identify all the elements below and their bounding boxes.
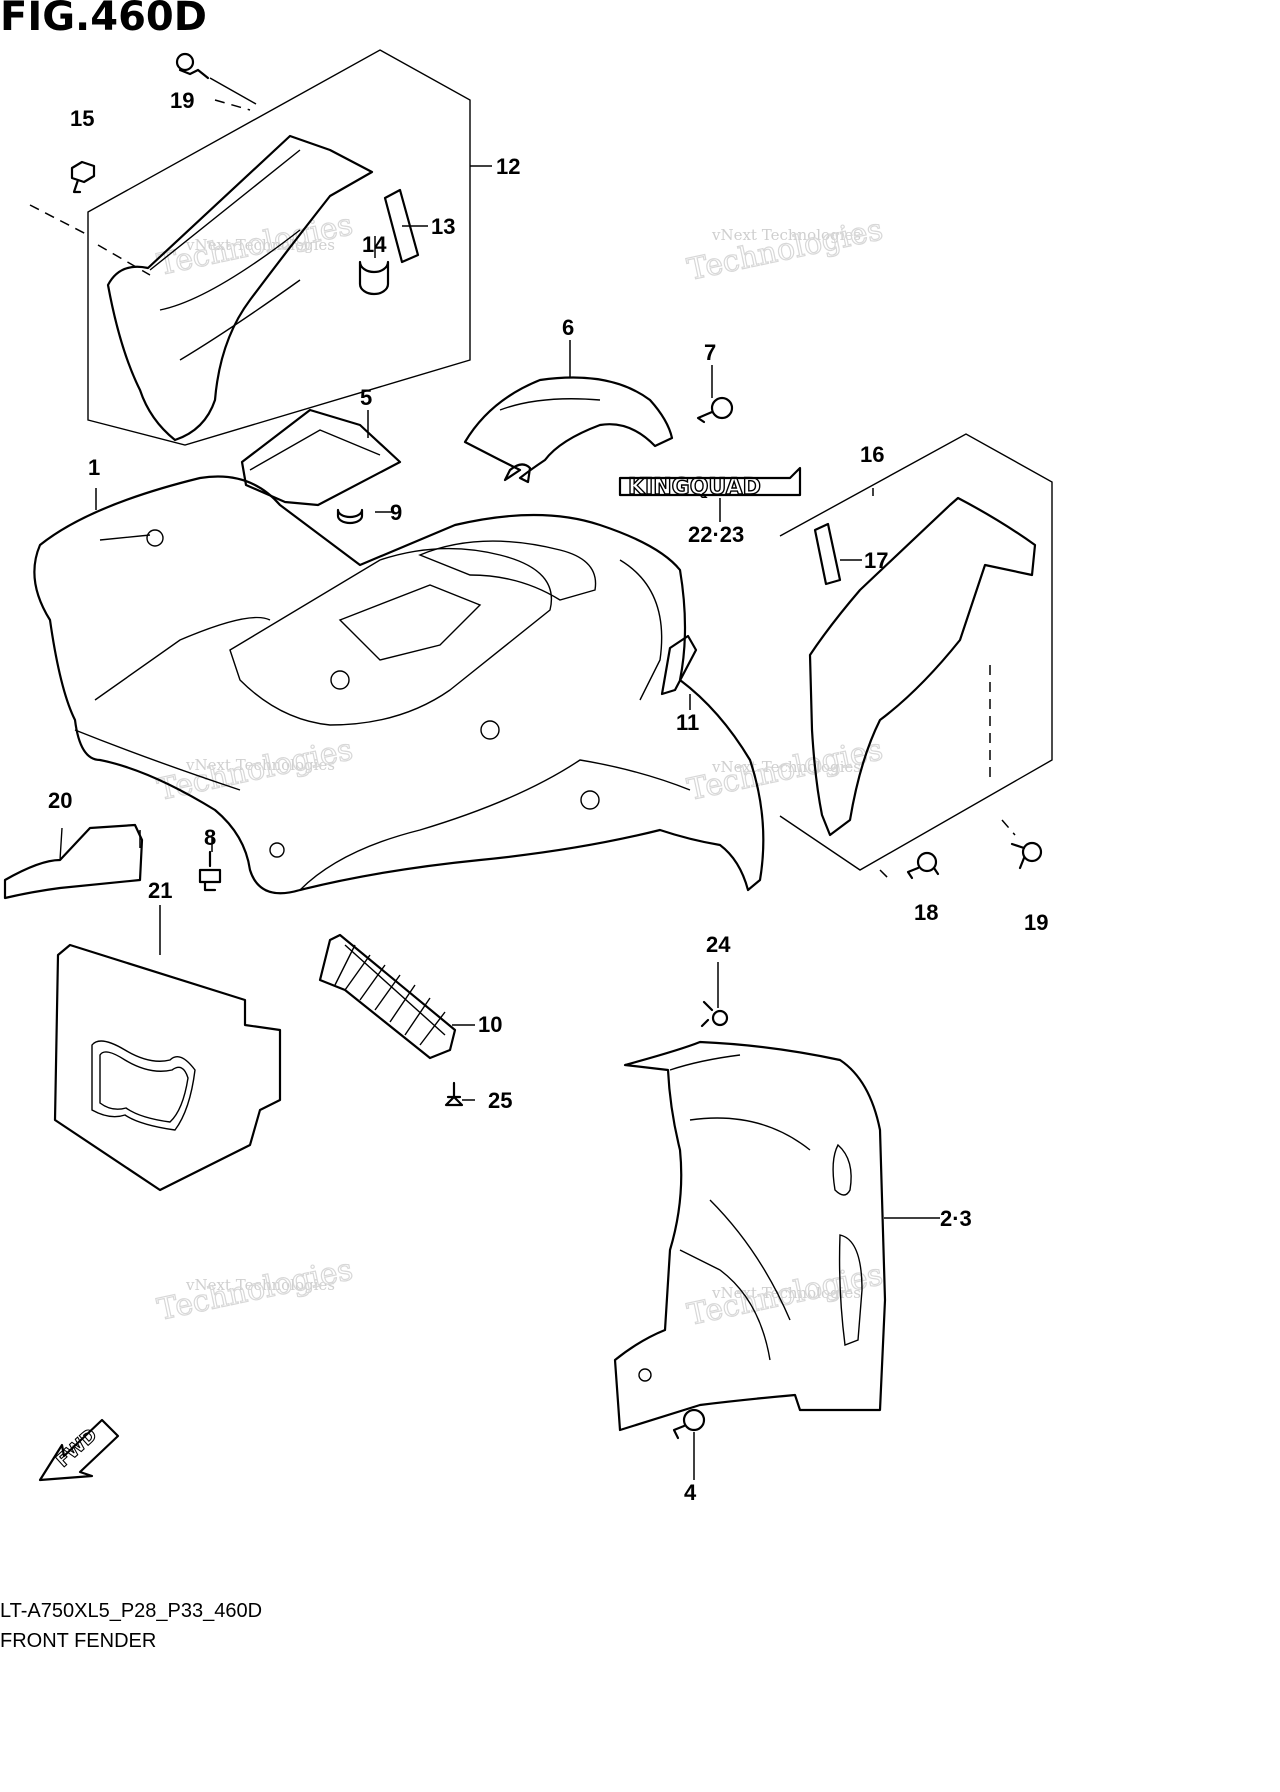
figure-model-code: LT-A750XL5_P28_P33_460D [0, 1600, 263, 1622]
callout-1: 1 [88, 455, 100, 480]
decal-text: KINGQUAD [628, 475, 761, 500]
part-12-inner-panel [106, 134, 374, 442]
figure-name: FRONT FENDER [0, 1630, 157, 1652]
callout-24: 24 [706, 932, 731, 957]
part-16-inner-panel [808, 496, 1037, 837]
callout-16: 16 [860, 442, 884, 467]
watermark-low-right: vNext Technologies Technologies [684, 1257, 887, 1334]
callout-13: 13 [431, 214, 455, 239]
callout-4: 4 [684, 1480, 697, 1505]
watermark-mid-right: vNext Technologies Technologies [684, 732, 887, 809]
svg-text:Technologies: Technologies [684, 732, 885, 808]
part-12-assembly [29, 49, 471, 446]
svg-text:Technologies: Technologies [154, 732, 355, 808]
callout-7: 7 [704, 340, 716, 365]
watermark-mid-left: vNext Technologies Technologies [154, 732, 357, 809]
callout-17: 17 [864, 548, 888, 573]
part-17-pad [813, 522, 842, 586]
part-9-grommet [336, 508, 364, 525]
screw-19-right [1010, 841, 1043, 870]
callout-11: 11 [676, 710, 699, 735]
part-16-box [779, 433, 1053, 871]
callout-12: 12 [496, 154, 520, 179]
fwd-arrow: FWD [38, 1418, 120, 1482]
part-1-front-fender [33, 475, 765, 895]
svg-text:Technologies: Technologies [154, 207, 355, 283]
svg-text:vNext Technologies: vNext Technologies [711, 1284, 861, 1302]
callout-18: 18 [914, 900, 938, 925]
svg-text:Technologies: Technologies [684, 212, 885, 288]
part-11-pad [660, 634, 698, 696]
part-5-cover [240, 408, 402, 507]
svg-text:vNext Technologies: vNext Technologies [185, 236, 335, 254]
svg-text:Technologies: Technologies [154, 1252, 355, 1328]
callout-9: 9 [390, 500, 402, 525]
part-21-plate [53, 943, 282, 1192]
callout-5: 5 [360, 385, 372, 410]
svg-text:vNext Technologies: vNext Technologies [185, 756, 335, 774]
watermark-top-right: vNext Technologies Technologies [684, 212, 887, 289]
callout-22-23: 22·23 [688, 522, 744, 547]
screw-18 [906, 851, 940, 880]
part-16-assembly [779, 433, 1053, 881]
watermark-low-left: vNext Technologies Technologies [154, 1252, 357, 1329]
screw-24 [700, 1000, 729, 1028]
svg-text:vNext Technologies: vNext Technologies [711, 226, 861, 244]
part-12-box [87, 49, 471, 446]
callout-labels: 1 2·3 4 5 6 7 8 9 10 11 12 13 14 15 16 1… [48, 88, 1048, 1505]
screw-7 [696, 396, 734, 424]
screw-8 [198, 850, 222, 892]
part-20-strip [3, 823, 144, 900]
watermarks: vNext Technologies Technologies vNext Te… [154, 207, 887, 1334]
callout-25: 25 [488, 1088, 512, 1113]
part-10-grille [318, 933, 457, 1060]
figure-title: FIG.460D [0, 0, 207, 40]
callout-2-3: 2·3 [940, 1206, 972, 1231]
callout-10: 10 [478, 1012, 502, 1037]
part-2-3-mudguard [613, 1040, 887, 1432]
callout-14: 14 [362, 232, 387, 257]
callout-6: 6 [562, 315, 574, 340]
screw-4 [672, 1408, 706, 1440]
screw-25 [444, 1081, 464, 1107]
screw-15 [70, 160, 96, 194]
watermark-top-left: vNext Technologies Technologies [154, 207, 357, 284]
screw-19-top [175, 52, 210, 80]
callout-19-top: 19 [170, 88, 194, 113]
callout-21: 21 [148, 878, 172, 903]
part-14-grommet [358, 260, 390, 296]
decal-22-23: KINGQUAD [618, 466, 802, 501]
leader-lines [95, 165, 940, 1480]
callout-15: 15 [70, 106, 94, 131]
callout-8: 8 [204, 825, 216, 850]
callout-20: 20 [48, 788, 72, 813]
part-6-cover [463, 376, 674, 484]
svg-text:vNext Technologies: vNext Technologies [185, 1276, 335, 1294]
svg-text:Technologies: Technologies [684, 1257, 885, 1333]
part-13-pad [383, 188, 420, 264]
svg-text:vNext Technologies: vNext Technologies [711, 758, 861, 776]
callout-19-right: 19 [1024, 910, 1048, 935]
